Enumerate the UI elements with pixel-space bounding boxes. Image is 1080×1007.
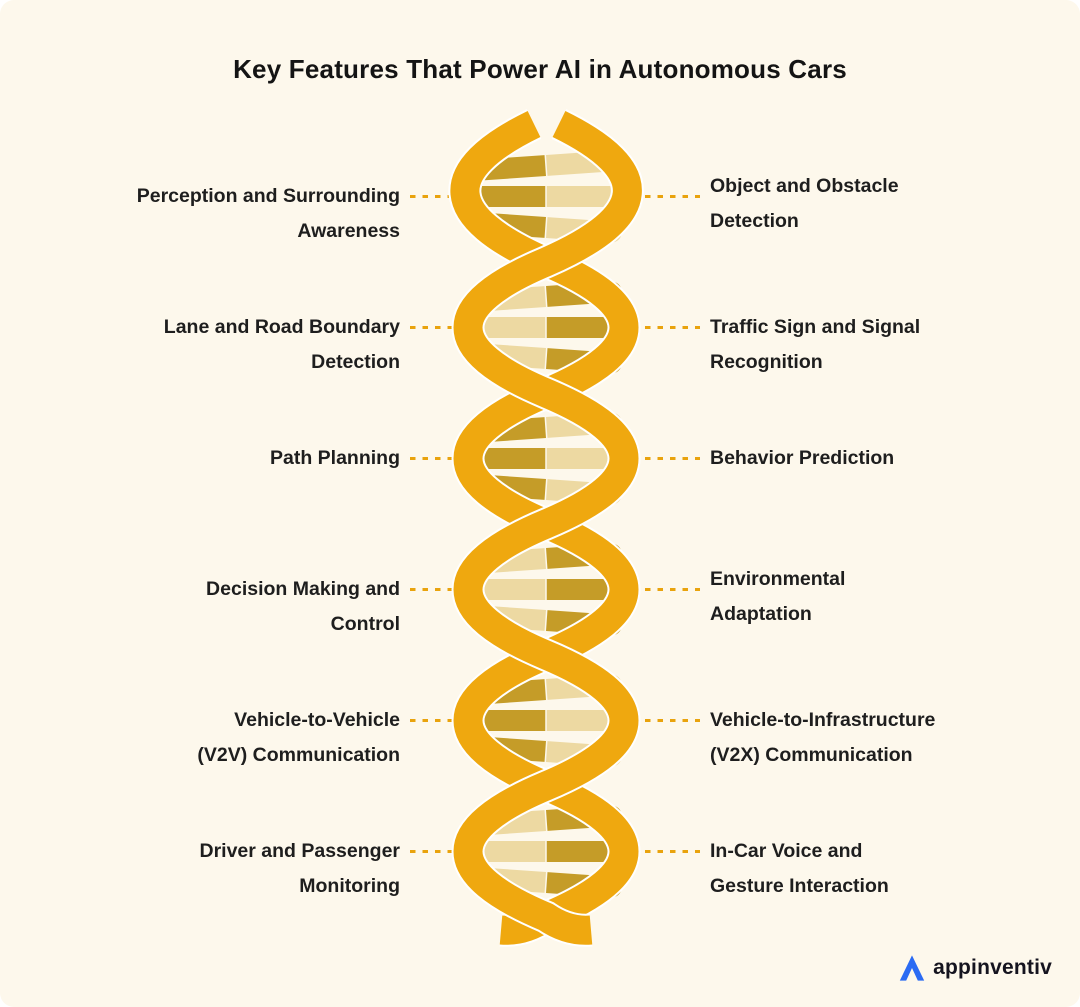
brand-logo: appinventiv <box>897 953 1052 983</box>
feature-label-object-detection: Object and Obstacle Detection <box>710 175 899 232</box>
brand-name: appinventiv <box>933 956 1052 979</box>
feature-label-lane-detection: Lane and Road Boundary Detection <box>163 316 400 373</box>
feature-label-decision-making: Decision Making and Control <box>206 578 400 635</box>
appinventiv-peak-icon <box>899 955 925 981</box>
feature-label-path-planning: Path Planning <box>269 447 400 469</box>
page-title: Key Features That Power AI in Autonomous… <box>233 54 847 84</box>
feature-label-v2x-communication: Vehicle-to-Infrastructure (V2X) Communic… <box>710 709 936 766</box>
feature-label-in-car-interaction: In-Car Voice and Gesture Interaction <box>710 840 889 897</box>
feature-label-v2v-communication: Vehicle-to-Vehicle (V2V) Communication <box>197 709 400 766</box>
feature-label-environmental-adaptation: Environmental Adaptation <box>710 568 846 625</box>
helix-strand-right <box>453 110 642 945</box>
feature-label-behavior-prediction: Behavior Prediction <box>710 447 895 469</box>
feature-label-traffic-sign-recognition: Traffic Sign and Signal Recognition <box>710 316 921 373</box>
feature-label-perception: Perception and Surrounding Awareness <box>136 185 400 242</box>
feature-label-driver-monitoring: Driver and Passenger Monitoring <box>199 840 400 897</box>
